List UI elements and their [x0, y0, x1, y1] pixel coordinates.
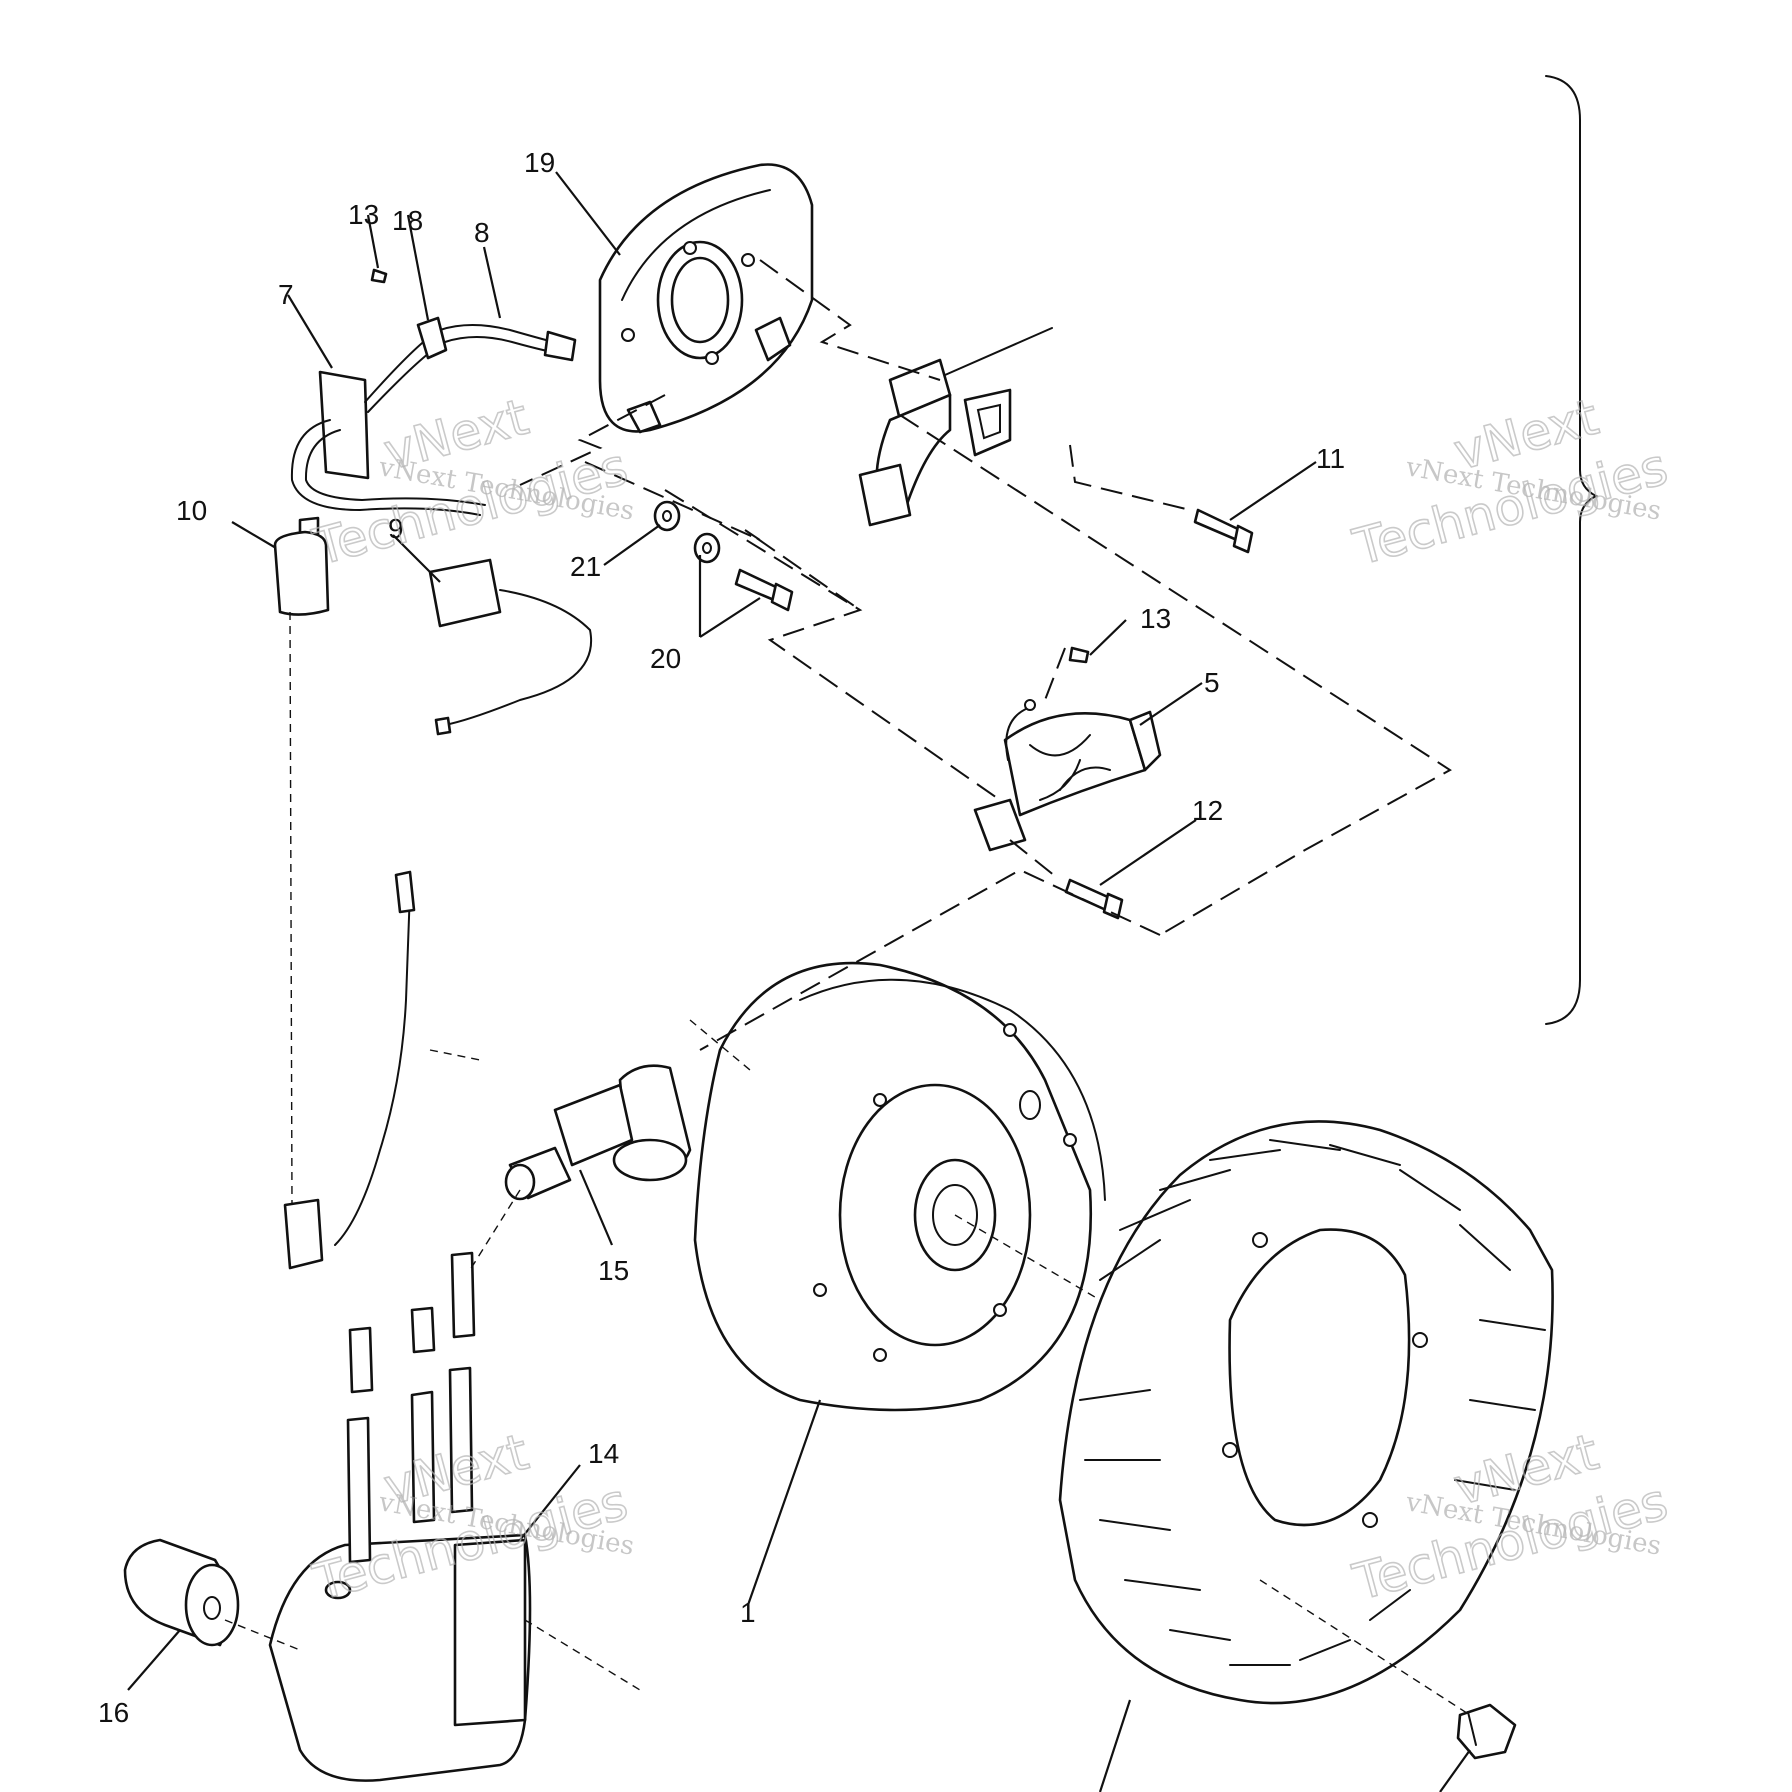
callout-14: 14 [588, 1438, 619, 1469]
callout-16: 16 [98, 1697, 129, 1728]
callout-10: 10 [176, 495, 207, 526]
callout-1: 1 [740, 1597, 756, 1628]
assembly-lines [224, 259, 1471, 1716]
pulser-coil [858, 327, 1053, 527]
screw-12 [1064, 878, 1124, 920]
callout-7: 7 [278, 279, 294, 310]
screw-11 [1193, 508, 1254, 554]
spacer-bushing [123, 1538, 240, 1647]
cooling-fan [1058, 1120, 1554, 1705]
callout-numbers: 19 13 18 8 7 10 9 21 20 11 13 5 12 15 14… [98, 147, 1345, 1728]
callout-21: 21 [570, 551, 601, 582]
callout-13-lower: 13 [1140, 603, 1171, 634]
callout-13-upper: 13 [348, 199, 379, 230]
callout-11: 11 [1316, 443, 1345, 474]
watermark-top-right: vNext Technologies vNext Technologies [1346, 387, 1674, 578]
callout-5: 5 [1204, 667, 1220, 698]
ignition-coil [268, 870, 532, 1782]
fan-bolt [1456, 1703, 1517, 1760]
callout-15: 15 [598, 1255, 629, 1286]
flywheel [693, 961, 1106, 1412]
callout-18: 18 [392, 205, 423, 236]
assembly-bracket [1545, 75, 1599, 1025]
callout-12: 12 [1192, 795, 1223, 826]
lighting-coil [973, 699, 1162, 852]
callout-19: 19 [524, 147, 555, 178]
callout-8: 8 [474, 217, 490, 248]
wire-harness [273, 316, 593, 736]
screw-13-upper [370, 268, 388, 284]
callout-9: 9 [388, 513, 404, 544]
screw-13-lower [1068, 646, 1090, 664]
washer-21 [653, 500, 681, 532]
screw-20 [693, 532, 794, 612]
spark-plug-cap [504, 1064, 692, 1201]
stator-plate [598, 163, 814, 434]
callout-20: 20 [650, 643, 681, 674]
leader-lines [127, 171, 1471, 1792]
